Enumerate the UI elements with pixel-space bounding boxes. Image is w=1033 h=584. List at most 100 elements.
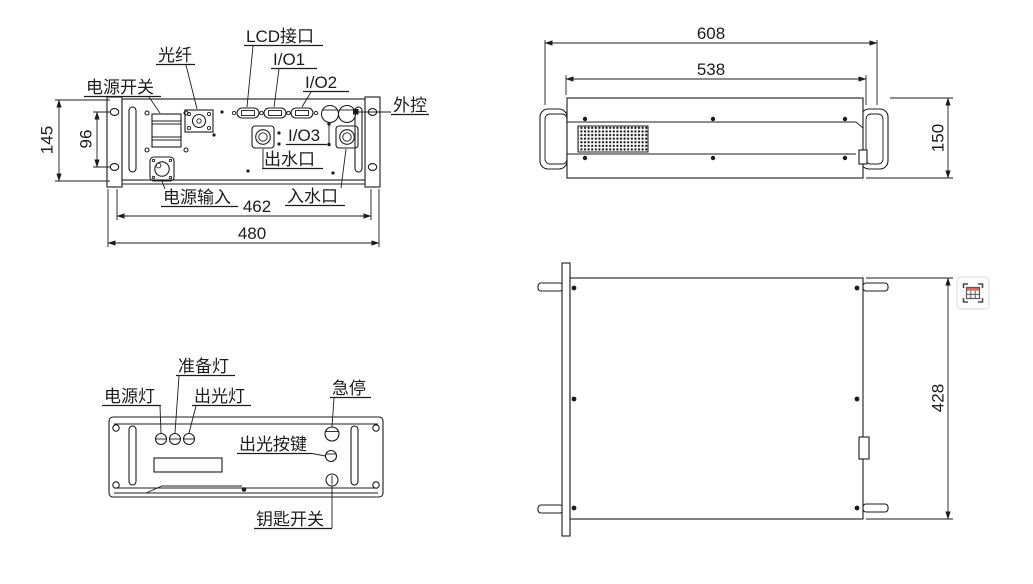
rivet-dot <box>246 169 250 173</box>
io2-opening <box>295 110 309 116</box>
fiber-connector <box>184 109 214 133</box>
leader-line <box>331 397 335 428</box>
front-notch-line <box>145 485 242 494</box>
round-connectors <box>320 104 357 124</box>
leader-line <box>301 91 312 108</box>
screw-dot <box>854 505 860 511</box>
dim-608: 608 <box>697 24 725 43</box>
water-inlet-flange <box>335 125 359 149</box>
fiber-port <box>191 113 207 129</box>
screw-dot <box>710 116 716 122</box>
screw-dot <box>854 396 860 402</box>
fiber-core <box>196 118 202 124</box>
power-input-label: 电源输入 <box>163 188 231 207</box>
water-outlet-label: 出水口 <box>264 150 315 169</box>
water-inlet-label: 入水口 <box>287 187 338 206</box>
leader-line <box>273 68 280 108</box>
latch-detail <box>858 149 868 165</box>
screw <box>286 110 291 116</box>
top-view-right-bracket <box>862 282 889 292</box>
screw-dot <box>571 285 577 291</box>
screw-dot <box>571 396 577 402</box>
dim-145: 145 <box>38 126 57 154</box>
rivet-dot <box>220 110 224 114</box>
lcd-port-connector <box>236 107 260 119</box>
bracket-corner <box>978 283 984 288</box>
rail-step <box>855 121 864 129</box>
lcd-port-opening <box>241 110 255 116</box>
table-header-row <box>966 287 980 291</box>
screw-dot <box>710 155 716 161</box>
mounting-hole <box>109 163 120 171</box>
leader-line <box>161 180 166 190</box>
external-control-label: 外控 <box>393 96 427 115</box>
front-panel-view: 准备灯 电源灯 出光灯 急停 出光按键 钥匙开关 <box>102 357 384 530</box>
laser-output-button <box>324 449 338 463</box>
output-button-label: 出光按键 <box>239 435 307 454</box>
leader-dot <box>327 122 331 126</box>
emergency-stop-button <box>324 426 340 442</box>
bolt <box>151 158 156 163</box>
screw-dot <box>582 116 588 122</box>
screw <box>259 110 264 116</box>
power-switch-component <box>144 110 189 153</box>
left-handle-outer <box>539 108 568 170</box>
display-window <box>153 457 223 473</box>
extract-table-button-bg[interactable] <box>956 276 990 310</box>
dim-428: 428 <box>929 384 948 412</box>
rivet-dot <box>212 133 216 137</box>
top-view-chassis-body <box>569 277 864 520</box>
table-capture-icon <box>962 283 984 303</box>
water-outlet-port <box>255 129 271 145</box>
leader-terminal <box>353 109 359 115</box>
leader-line <box>159 405 162 434</box>
power-switch-label: 电源开关 <box>86 78 154 97</box>
extract-table-button[interactable] <box>956 276 990 310</box>
front-left-slot-bar <box>128 425 137 486</box>
bracket-corner <box>978 298 984 303</box>
fiber-flange <box>184 109 214 133</box>
bolt <box>206 111 212 117</box>
leader-line <box>185 64 198 110</box>
rivet <box>144 110 150 116</box>
corner-hole <box>112 424 120 432</box>
dsub-connectors <box>231 107 319 119</box>
bracket-corner <box>962 283 968 288</box>
io2-label: I/O2 <box>305 73 337 92</box>
leader-line <box>311 453 326 457</box>
corner-hole <box>372 424 380 432</box>
mounting-hole <box>367 163 378 171</box>
top-view-right-bracket <box>862 503 889 513</box>
io3-label: I/O3 <box>288 126 320 145</box>
rivet-dot <box>331 171 335 175</box>
io1-opening <box>268 110 282 116</box>
water-outlet-inner <box>258 132 268 142</box>
dim-150: 150 <box>929 124 948 152</box>
bolt <box>151 175 156 180</box>
indicator-lights <box>154 432 196 446</box>
power-switch-body <box>151 113 182 148</box>
leader-line <box>246 45 254 108</box>
leader-line <box>174 375 180 434</box>
output-light-label: 出光灯 <box>194 387 245 406</box>
notch-dot <box>241 487 247 492</box>
power-input-socket <box>154 161 170 177</box>
screw-dot <box>842 116 848 122</box>
power-light-label: 电源灯 <box>104 387 155 406</box>
water-outlet-connector <box>251 125 275 149</box>
water-inlet-port <box>339 129 355 145</box>
lcd-port-label: LCD接口 <box>246 27 314 46</box>
screw <box>313 110 319 116</box>
front-right-slot-bar <box>350 425 359 486</box>
dim-538: 538 <box>697 60 725 79</box>
right-handle-inner <box>865 113 884 165</box>
rivet-dot <box>277 131 281 135</box>
mounting-hole <box>109 108 120 116</box>
rivet-dot <box>277 142 281 146</box>
screw-dot <box>571 505 577 511</box>
rear-right-rack-ear <box>364 96 381 188</box>
screw-dot <box>582 155 588 161</box>
rear-right-slot-bar <box>354 106 363 173</box>
power-input-key <box>155 162 162 169</box>
